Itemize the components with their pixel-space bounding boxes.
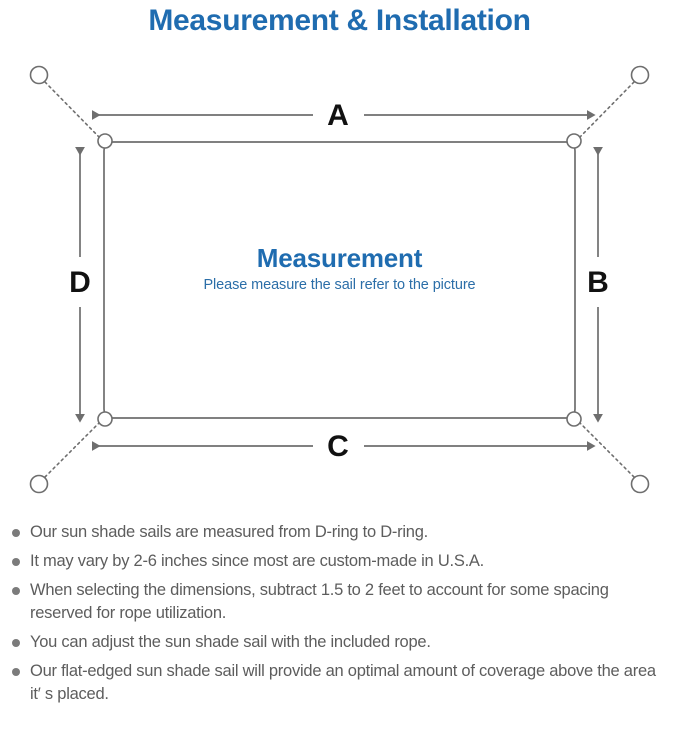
list-item: Our flat-edged sun shade sail will provi… <box>0 660 679 706</box>
list-item: When selecting the dimensions, subtract … <box>0 579 679 625</box>
rope-lines <box>44 81 635 478</box>
anchor-top-left-circle <box>29 65 49 85</box>
bullet-dot-icon <box>12 668 20 676</box>
list-item: Our sun shade sails are measured from D-… <box>0 521 679 544</box>
list-item-text: When selecting the dimensions, subtract … <box>30 581 609 622</box>
sail-measurement-diagram: A C D B <box>29 65 650 494</box>
anchor-points <box>29 65 650 494</box>
notes-list: Our sun shade sails are measured from D-… <box>0 521 679 712</box>
anchor-bottom-left-circle <box>29 474 49 494</box>
d-ring-top-left-icon <box>97 133 113 149</box>
rope-top-left <box>44 81 100 138</box>
d-ring-top-right-icon <box>566 133 582 149</box>
shade-sail-body <box>103 141 576 419</box>
list-item: It may vary by 2-6 inches since most are… <box>0 550 679 573</box>
dimension-a-label: A <box>327 99 349 132</box>
list-item-text: Our sun shade sails are measured from D-… <box>30 523 428 541</box>
rope-bottom-right <box>579 422 635 478</box>
anchor-top-right-circle <box>630 65 650 85</box>
d-rings <box>97 133 582 427</box>
anchor-bottom-right-circle <box>630 474 650 494</box>
dimension-d-label: D <box>69 266 91 299</box>
list-item-text: You can adjust the sun shade sail with t… <box>30 633 431 651</box>
rope-top-right <box>579 81 635 138</box>
d-ring-bottom-right-icon <box>566 411 582 427</box>
bullet-dot-icon <box>12 529 20 537</box>
bullet-dot-icon <box>12 587 20 595</box>
bullet-dot-icon <box>12 558 20 566</box>
page-title: Measurement & Installation <box>148 4 531 37</box>
rope-bottom-left <box>44 422 100 478</box>
d-ring-bottom-left-icon <box>97 411 113 427</box>
dimension-c-label: C <box>327 430 349 463</box>
list-item: You can adjust the sun shade sail with t… <box>0 631 679 654</box>
dimension-b-label: B <box>587 266 609 299</box>
bullet-dot-icon <box>12 639 20 647</box>
list-item-text: Our flat-edged sun shade sail will provi… <box>30 662 656 703</box>
list-item-text: It may vary by 2-6 inches since most are… <box>30 552 485 570</box>
